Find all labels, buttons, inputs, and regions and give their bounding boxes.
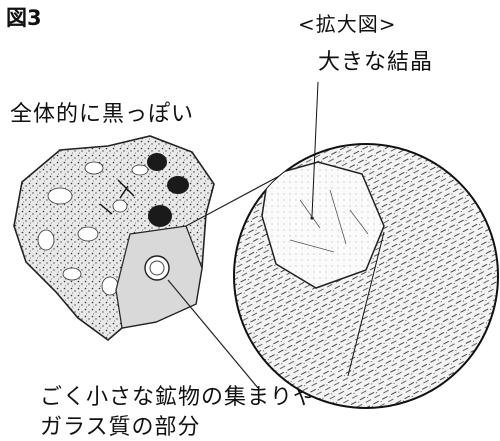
zoom-connector-bottom — [167, 279, 259, 389]
large-crystal — [261, 161, 385, 289]
groundmass-leader-line — [347, 231, 385, 377]
enlarged-view-label: <拡大図> — [298, 12, 397, 36]
groundmass-label-line2: ガラス質の部分 — [40, 415, 201, 440]
figure-title: 図3 — [6, 6, 42, 30]
enlarged-view-circle — [233, 143, 499, 409]
overall-dark-label: 全体的に黒っぽい — [10, 102, 195, 127]
rock-specimen — [13, 135, 215, 342]
crystal-leader-line — [311, 81, 319, 217]
large-crystal-label: 大きな結晶 — [318, 50, 434, 75]
groundmass-label-line1: ごく小さな鉱物の集まりや — [40, 385, 317, 410]
